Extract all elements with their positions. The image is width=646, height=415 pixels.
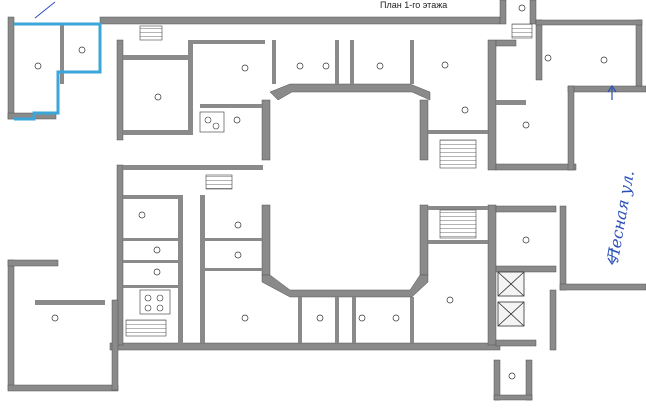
staircases: [125, 23, 533, 337]
ceiling-fixture-icon: [461, 106, 469, 114]
ceiling-fixture-icon: [233, 116, 241, 124]
street-direction-arrows: [607, 84, 617, 266]
ceiling-fixture-icon: [153, 246, 161, 254]
ceiling-fixture-icon: [241, 64, 249, 72]
staircase-icon: [139, 25, 163, 41]
street-label-wrapper: Лесная ул.: [603, 169, 638, 264]
ceiling-fixture-icon: [441, 61, 449, 69]
ceiling-fixture-icon: [34, 62, 42, 70]
staircase-icon: [439, 209, 477, 239]
ceiling-fixture-icon: [544, 54, 552, 62]
ceiling-fixture-icon: [153, 268, 161, 276]
ceiling-fixture-icon: [241, 314, 249, 322]
elevator-shafts: [497, 271, 525, 327]
elevator-shaft-icon: [497, 301, 525, 327]
ceiling-fixture-icon: [392, 314, 400, 322]
staircase-icon: [125, 319, 167, 337]
ceiling-fixture-icon: [51, 314, 59, 322]
ceiling-fixture-icon: [446, 296, 454, 304]
ceiling-fixture-icon: [322, 62, 330, 70]
plan-title: План 1-го этажа: [380, 0, 448, 10]
highlight-leader-line: [34, 1, 56, 19]
highlighted-room-outline: [14, 22, 102, 121]
ceiling-fixture-icon: [518, 4, 526, 12]
ceiling-fixture-icon: [296, 62, 304, 70]
street-label: Лесная ул.: [603, 169, 638, 264]
ceiling-fixture-icon: [522, 121, 530, 129]
ceiling-fixture-icon: [316, 314, 324, 322]
outer-walls: [7, 0, 646, 401]
courtyard-walls: [261, 83, 431, 298]
ceiling-fixture-icon: [508, 372, 516, 380]
ceiling-fixture-icon: [78, 46, 86, 54]
staircase-icon: [439, 139, 477, 169]
ceiling-fixture-icon: [358, 314, 366, 322]
staircase-icon: [511, 23, 533, 39]
ceiling-fixture-icon: [522, 236, 530, 244]
ceiling-fixture-icon: [600, 56, 608, 64]
ceiling-fixture-icon: [154, 93, 162, 101]
room-markers: [34, 4, 608, 380]
elevator-shaft-icon: [497, 271, 525, 297]
sanitary-fixtures: [139, 111, 225, 315]
ceiling-fixture-icon: [376, 62, 384, 70]
ceiling-fixture-icon: [234, 221, 242, 229]
interior-walls: [35, 24, 526, 345]
staircase-icon: [205, 174, 233, 190]
ceiling-fixture-icon: [138, 211, 146, 219]
ceiling-fixture-icon: [234, 251, 242, 259]
